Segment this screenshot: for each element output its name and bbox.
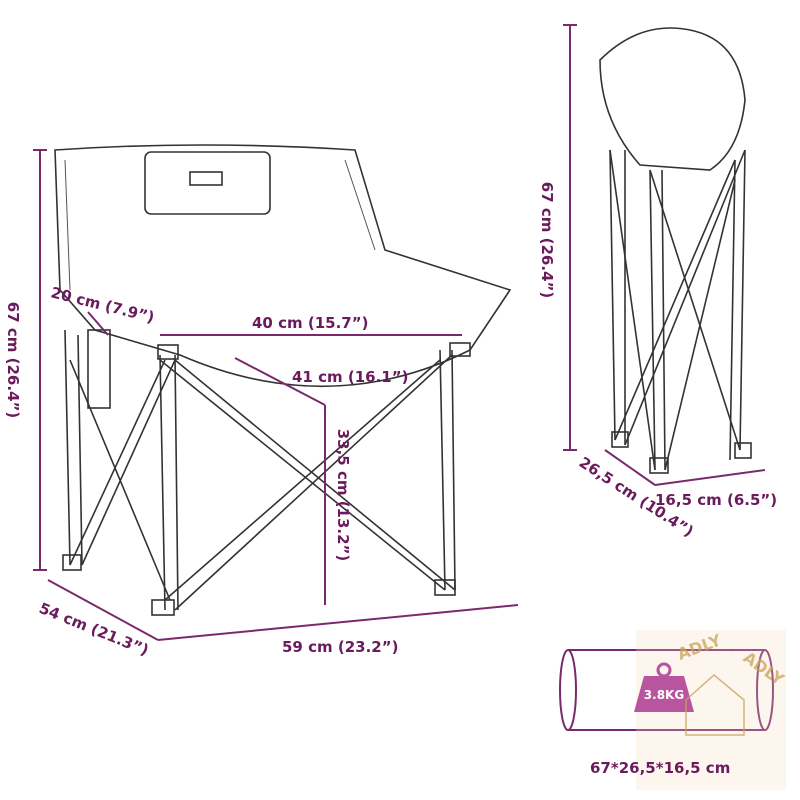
seat-height-label: 33,5 cm (13.2”)	[334, 429, 352, 562]
carry-bag-illustration	[559, 578, 774, 731]
weight-label: 3.8KG	[644, 688, 684, 702]
weight-badge: 3.8KG	[634, 662, 694, 712]
width-label: 59 cm (23.2”)	[282, 638, 398, 656]
folded-chair-illustration	[599, 27, 752, 474]
folded-height-label: 67 cm (26.4”)	[538, 182, 556, 298]
seat-depth-label: 41 cm (16.1”)	[292, 368, 408, 386]
chair-illustration	[54, 144, 512, 616]
seat-width-label: 40 cm (15.7”)	[252, 314, 368, 332]
total-height-label: 67 cm (26.4”)	[4, 302, 22, 418]
chair-dimension-lines	[33, 149, 519, 641]
folded-width-label: 16,5 cm (6.5”)	[655, 491, 777, 509]
folded-dimension-lines	[563, 24, 766, 486]
bag-size-label: 67*26,5*16,5 cm	[590, 759, 730, 777]
armrest-depth-label: 20 cm (7.9”)	[49, 283, 156, 326]
depth-label: 54 cm (21.3”)	[37, 599, 152, 659]
